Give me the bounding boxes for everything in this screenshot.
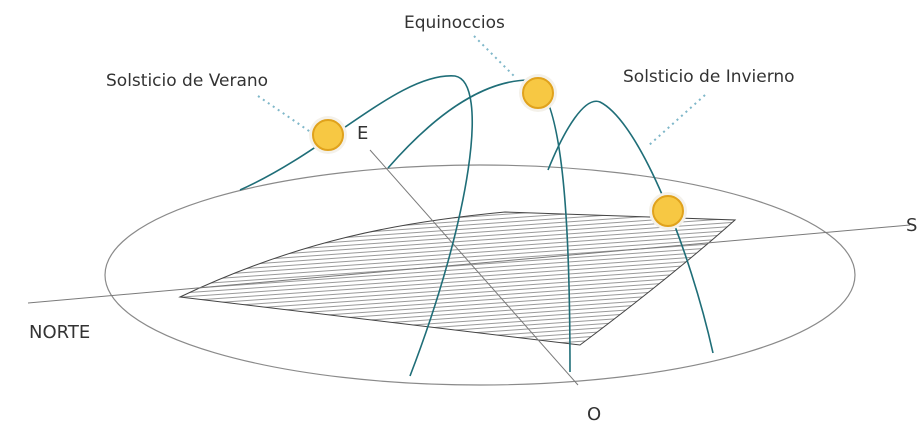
sun-icon: [309, 116, 347, 154]
east-west-axis: [369, 149, 579, 386]
roof-plane: [178, 211, 737, 346]
label-equinoccios: Equinoccios: [404, 13, 505, 33]
label-este: E: [357, 123, 368, 144]
sun-icon: [519, 74, 557, 112]
leader-summer-solstice: [257, 95, 313, 134]
leader-winter-solstice: [647, 94, 706, 147]
leader-equinox: [473, 35, 517, 79]
sun-path-winter-solstice: [547, 100, 714, 354]
label-solsticio-invierno: Solsticio de Invierno: [623, 67, 795, 87]
sun-icon: [649, 192, 687, 230]
horizon-ellipse: [104, 164, 856, 386]
label-solsticio-verano: Solsticio de Verano: [106, 71, 268, 91]
label-sur: S: [906, 215, 917, 236]
label-oeste: O: [587, 404, 601, 425]
label-norte: NORTE: [29, 322, 90, 343]
north-south-axis: [27, 224, 911, 304]
